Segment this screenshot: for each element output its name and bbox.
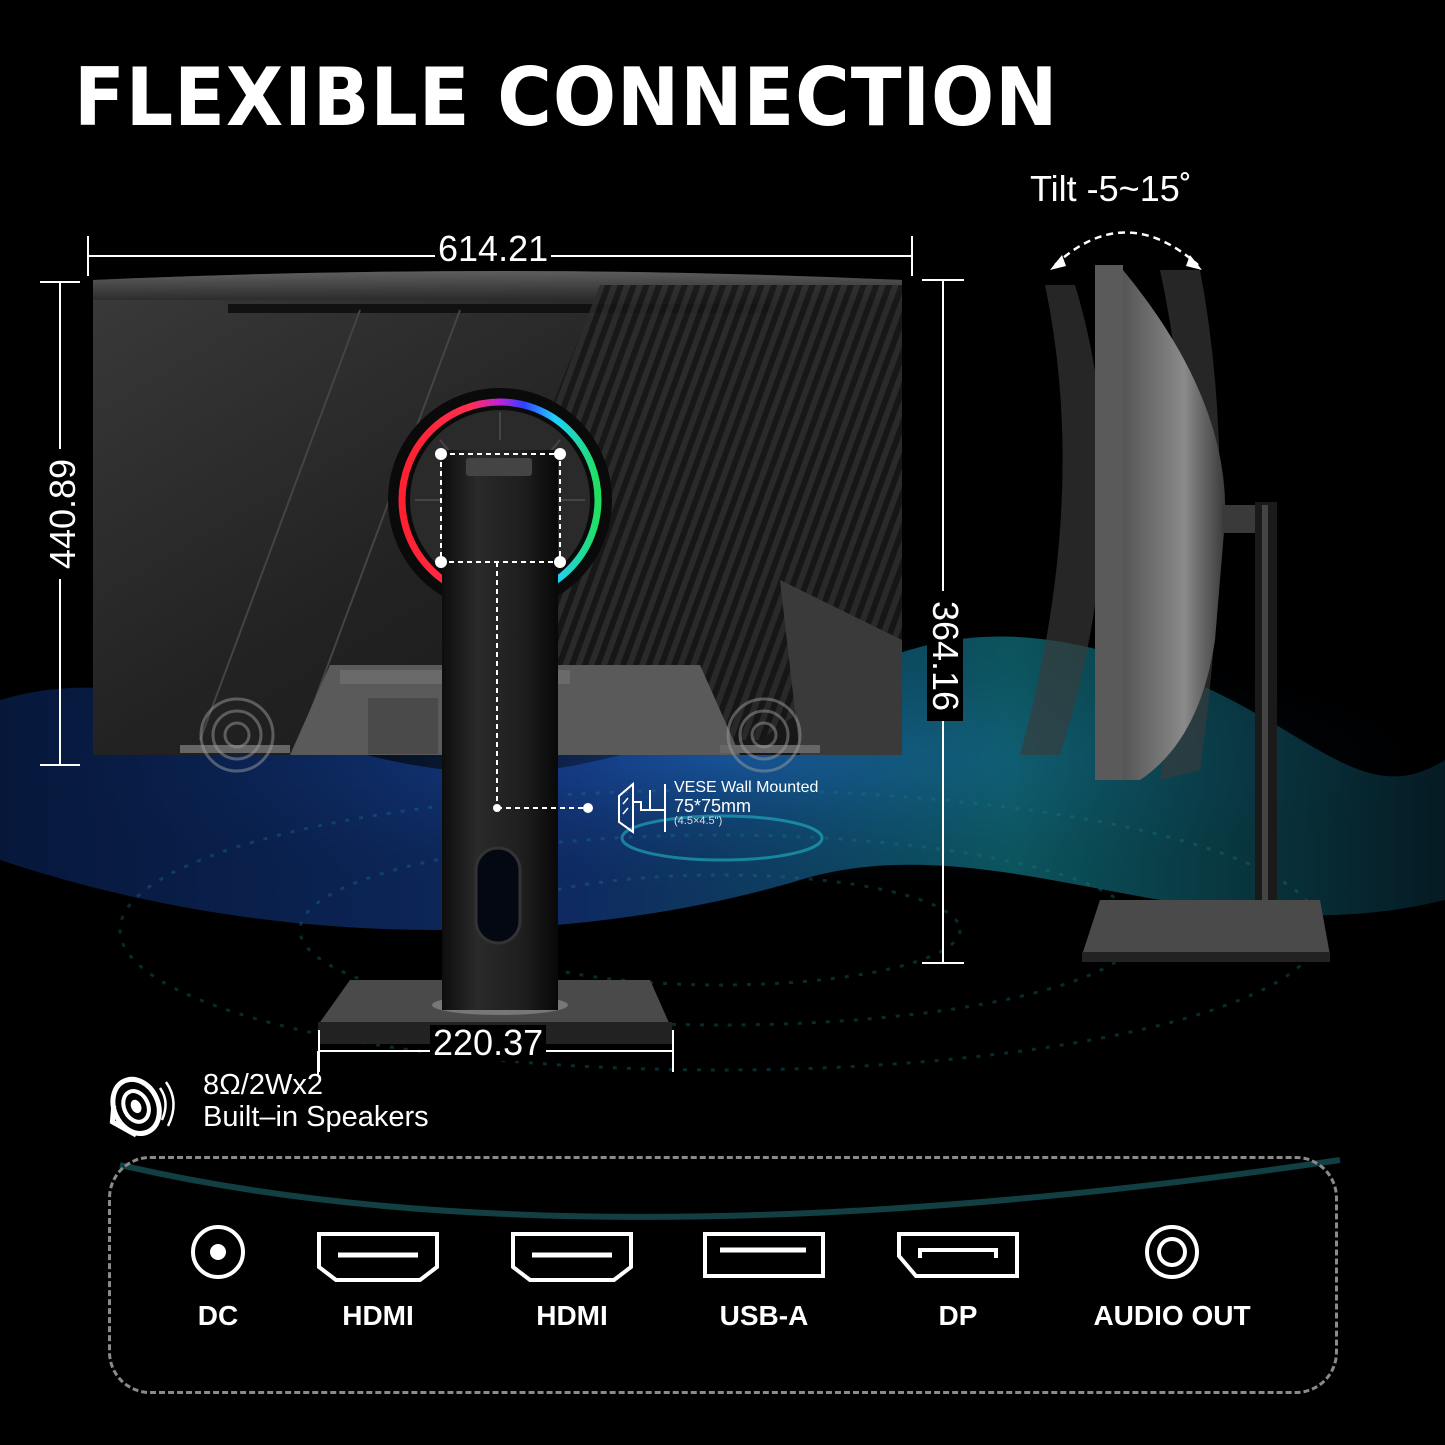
monitor-side-view: [1020, 265, 1330, 962]
tilt-label: Tilt -5~15˚: [1030, 168, 1192, 209]
port-label-dc: DC: [197, 1300, 239, 1331]
vesa-guides: [440, 453, 588, 809]
stand-height-dimension-label: 364.16: [925, 591, 966, 721]
port-label-usb-a: USB-A: [719, 1300, 809, 1331]
port-usb-a: [694, 1231, 834, 1279]
monitor-stand: [318, 450, 672, 1044]
usb-a-port-icon: [703, 1232, 825, 1278]
base-width-dimension-label: 220.37: [430, 1025, 547, 1061]
wall-mount-icon: [615, 781, 671, 839]
port-dp: [888, 1231, 1028, 1279]
vesa-size-inches: (4.5×4.5"): [674, 814, 723, 827]
width-dimension-label: 614.21: [435, 231, 552, 267]
port-label-hdmi-2: HDMI: [536, 1300, 608, 1331]
port-dc: [148, 1224, 288, 1280]
speaker-label: Built–in Speakers: [203, 1100, 429, 1133]
port-hdmi-2: [502, 1231, 642, 1283]
speaker-info: 8Ω/2Wx2 Built–in Speakers: [203, 1069, 429, 1134]
port-label-audio-out: AUDIO OUT: [1093, 1300, 1251, 1331]
speaker-spec: 8Ω/2Wx2: [203, 1069, 323, 1101]
page-title: FLEXIBLE CONNECTION: [74, 51, 1059, 144]
port-audio-out: [1102, 1224, 1242, 1280]
speaker-icon: [102, 1066, 182, 1147]
hdmi-port-icon: [317, 1232, 439, 1282]
vesa-title: VESE Wall Mounted: [674, 779, 819, 796]
port-label-hdmi-1: HDMI: [342, 1300, 414, 1331]
audio-jack-icon: [1145, 1225, 1199, 1279]
dc-jack-icon: [191, 1225, 245, 1279]
port-hdmi-1: [308, 1231, 448, 1283]
vesa-info: VESE Wall Mounted 75*75mm (4.5×4.5"): [674, 779, 819, 827]
ports-panel: [108, 1156, 1338, 1394]
port-label-dp: DP: [938, 1300, 978, 1331]
hdmi-port-icon: [511, 1232, 633, 1282]
height-dimension-label: 440.89: [42, 449, 83, 579]
displayport-icon: [897, 1232, 1019, 1278]
vesa-size: 75*75mm: [674, 795, 752, 816]
